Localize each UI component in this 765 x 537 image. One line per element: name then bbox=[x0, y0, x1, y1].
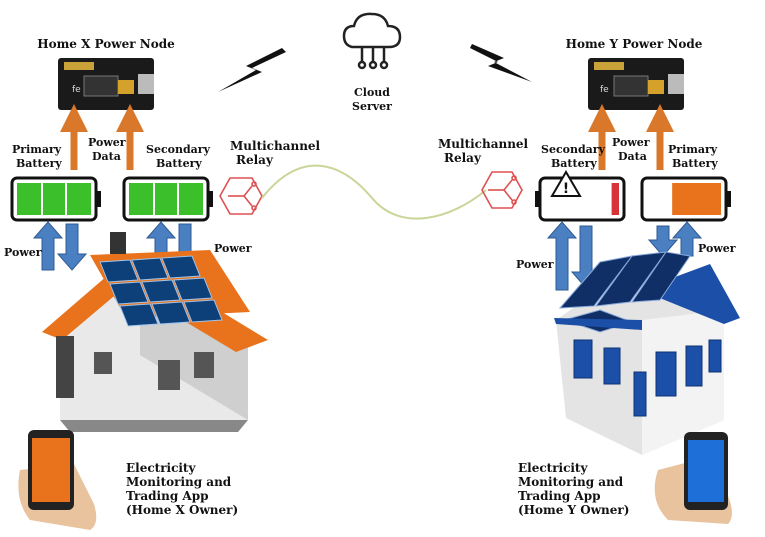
home-y-node-title: Home Y Power Node bbox=[566, 37, 703, 51]
home-y-power-data-2: Data bbox=[618, 150, 647, 163]
home-x-power-right: Power bbox=[214, 242, 252, 255]
home-x-app-4: (Home X Owner) bbox=[126, 503, 238, 517]
home-x-node-title: Home X Power Node bbox=[37, 37, 175, 51]
cloud-label-1: Cloud bbox=[354, 86, 390, 99]
home-x-secondary-label-1: Secondary bbox=[146, 143, 211, 156]
home-x-house bbox=[42, 232, 268, 432]
home-y-phone bbox=[654, 432, 732, 524]
cloud-label-2: Server bbox=[352, 100, 392, 113]
warning-icon: ! bbox=[550, 170, 582, 197]
home-y-relay-icon bbox=[481, 171, 523, 209]
home-x-relay-icon bbox=[219, 177, 263, 215]
home-y-secondary-label-2: Battery bbox=[551, 157, 597, 170]
home-x-primary-label-2: Battery bbox=[16, 157, 62, 170]
home-y-power-data-1: Power bbox=[612, 136, 650, 149]
home-x-app-3: Trading App bbox=[126, 489, 209, 503]
home-y-relay-label-1: Multichannel bbox=[438, 137, 529, 151]
home-y-app-1: Electricity bbox=[518, 461, 588, 475]
home-y-primary-label-1: Primary bbox=[668, 143, 718, 156]
relay-wire bbox=[261, 164, 487, 220]
home-y-secondary-label-1: Secondary bbox=[541, 143, 606, 156]
home-x-primary-label-1: Primary bbox=[12, 143, 62, 156]
home-y-app-2: Monitoring and bbox=[518, 475, 624, 489]
lightning-left-icon bbox=[218, 48, 286, 92]
svg-text:fe: fe bbox=[72, 85, 81, 95]
home-y-node-board: fe bbox=[588, 58, 684, 110]
cloud-server-icon bbox=[342, 12, 402, 70]
home-y-secondary-battery bbox=[535, 176, 626, 222]
svg-text:fe: fe bbox=[600, 85, 609, 95]
home-x-phone bbox=[18, 430, 97, 530]
home-x-node-board: fe bbox=[58, 58, 154, 110]
home-x-secondary-label-2: Battery bbox=[156, 157, 202, 170]
home-x-app-1: Electricity bbox=[126, 461, 196, 475]
home-x-power-left: Power bbox=[4, 246, 42, 259]
svg-text:!: ! bbox=[563, 181, 569, 197]
home-y-primary-label-2: Battery bbox=[672, 157, 718, 170]
home-x-relay-label-2: Relay bbox=[236, 153, 274, 167]
home-y-primary-battery bbox=[640, 176, 731, 222]
home-y-relay-label-2: Relay bbox=[444, 151, 482, 165]
home-x-primary-battery bbox=[10, 176, 101, 222]
home-y-house bbox=[554, 251, 740, 455]
home-y-app-3: Trading App bbox=[518, 489, 601, 503]
home-x-power-data-1: Power bbox=[88, 136, 126, 149]
home-y-app-4: (Home Y Owner) bbox=[518, 503, 629, 517]
home-x-secondary-battery bbox=[122, 176, 213, 222]
lightning-right-icon bbox=[470, 44, 532, 82]
home-x-relay-label-1: Multichannel bbox=[230, 139, 321, 153]
home-y-power-right: Power bbox=[698, 242, 736, 255]
home-x-app-2: Monitoring and bbox=[126, 475, 232, 489]
home-y-power-left: Power bbox=[516, 258, 554, 271]
home-x-power-data-2: Data bbox=[92, 150, 121, 163]
